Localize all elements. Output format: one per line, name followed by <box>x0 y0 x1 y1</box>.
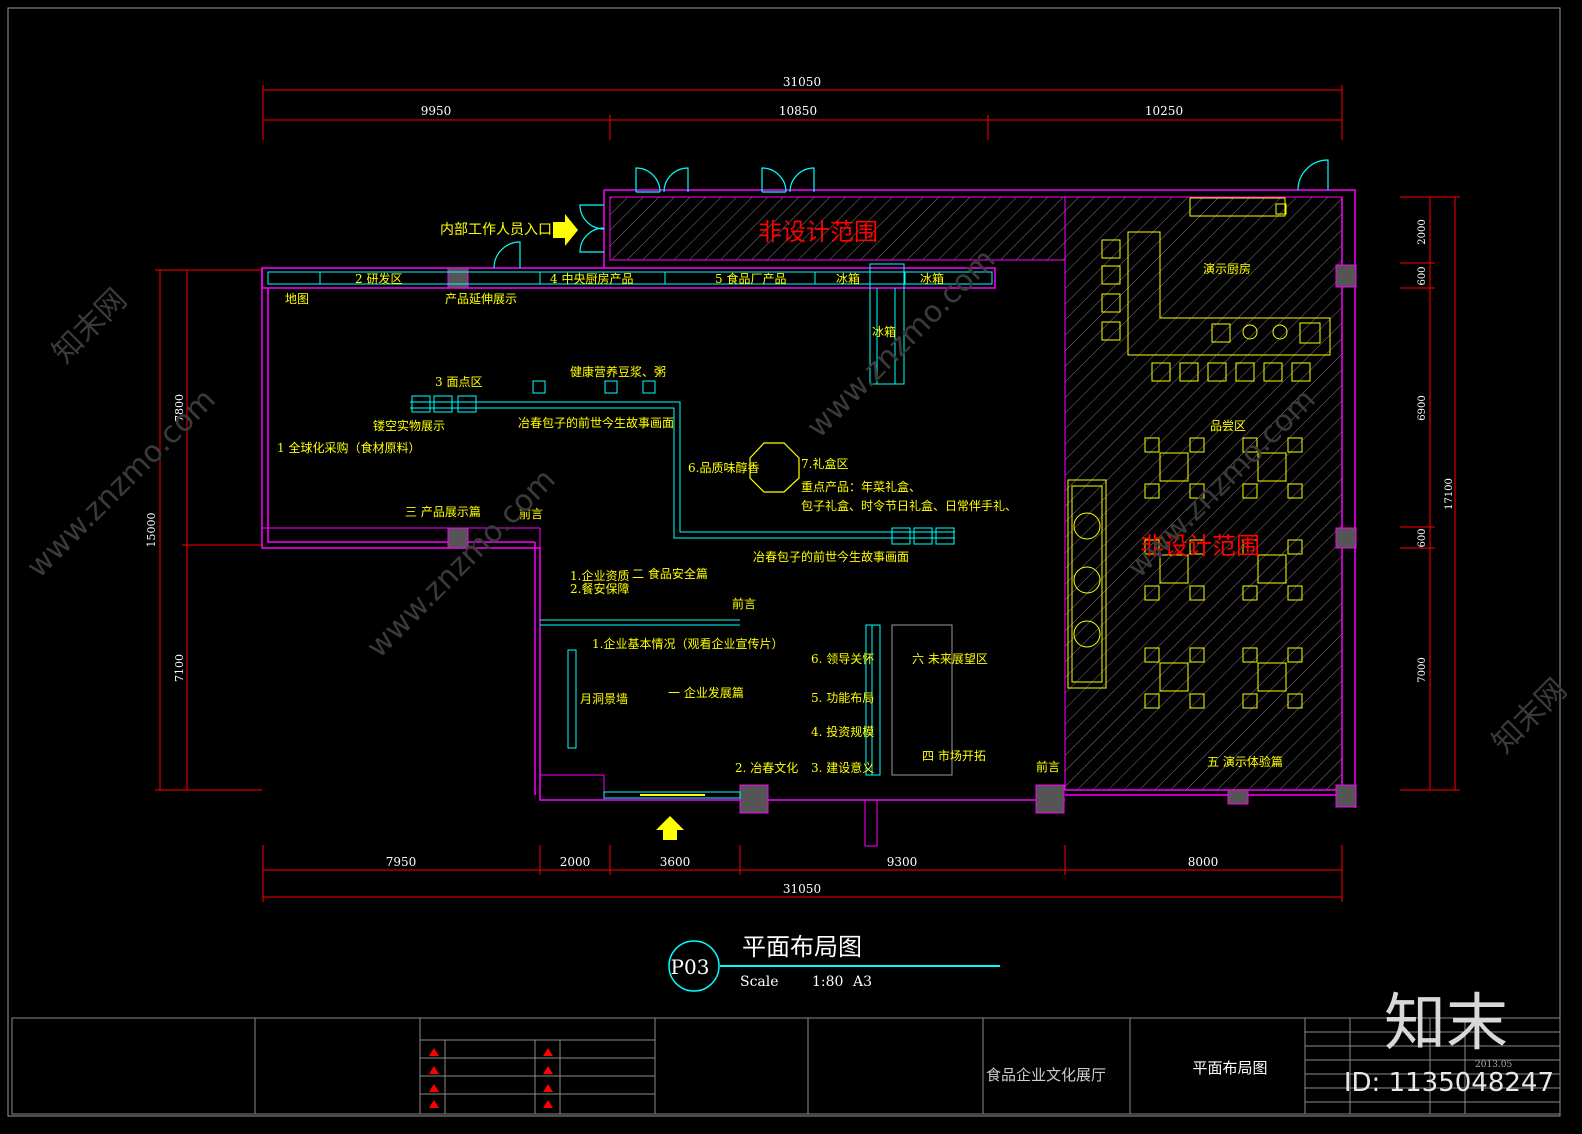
dim-top-seg-3: 10250 <box>1145 104 1183 118</box>
project-name: 食品企业文化展厅 <box>986 1066 1106 1084</box>
label-fridge-2: 冰箱 <box>920 271 944 286</box>
dim-right-seg-5: 7000 <box>1417 657 1428 682</box>
staff-entrance-arrow <box>553 214 578 246</box>
label-preface-2: 前言 <box>732 596 756 611</box>
future-zone-outline <box>891 624 953 776</box>
fixtures <box>267 263 993 799</box>
drawing-name: 平面布局图 <box>1192 1059 1267 1077</box>
bottom-dimensions <box>262 845 1343 902</box>
demo-kitchen-fixtures <box>1067 197 1331 689</box>
main-entrance-arrow <box>656 816 684 840</box>
brand-logo: 知末 <box>1383 986 1508 1059</box>
label-soy-milk: 健康营养豆浆、粥 <box>570 364 666 379</box>
dim-right-seg-4: 600 <box>1417 528 1428 547</box>
paper-size: A3 <box>852 974 872 990</box>
label-food-safety-c: 2.餐安保障 <box>570 581 629 596</box>
label-product-chapter: 三 产品展示篇 <box>405 504 481 519</box>
left-dimensions <box>155 269 262 791</box>
sheet-frame <box>7 7 1561 1117</box>
label-food-safety-a: 1.企业资质 <box>570 568 629 583</box>
dim-right-seg-2: 600 <box>1417 266 1428 285</box>
label-leader-care: 6. 领导关怀 <box>811 652 874 666</box>
label-product-extension: 产品延伸展示 <box>445 292 517 306</box>
label-demo-kitchen: 演示厨房 <box>1203 261 1251 276</box>
structural-columns <box>447 264 1357 814</box>
dim-bottom-total: 31050 <box>783 882 821 896</box>
scale-value: 1:80 <box>812 974 843 990</box>
scale-label: Scale <box>740 974 779 990</box>
gift-kiosk-octagon <box>749 442 800 493</box>
dim-bottom-seg-1: 7950 <box>386 855 417 869</box>
dim-right-seg-1: 2000 <box>1417 219 1428 244</box>
drawing-title: 平面布局图 <box>742 933 862 961</box>
revision-triangles <box>429 1048 553 1108</box>
non-design-label-right: 非设计范围 <box>1140 532 1260 560</box>
label-tasting-zone: 品尝区 <box>1210 418 1246 433</box>
doors <box>493 159 1329 269</box>
label-story-wall-1: 冶春包子的前世今生故事画面 <box>518 415 674 430</box>
label-map: 地图 <box>285 292 309 306</box>
label-food-factory: 5 食品厂产品 <box>715 271 786 286</box>
label-preface-3: 前言 <box>1036 759 1060 774</box>
sheet-number: P03 <box>671 955 710 979</box>
dim-bottom-seg-4: 9300 <box>887 855 918 869</box>
dim-right-total: 17100 <box>1444 478 1455 510</box>
dim-right-seg-3: 6900 <box>1417 395 1428 420</box>
label-key-products-1: 重点产品：年菜礼盒、 <box>801 479 921 494</box>
label-central-kitchen: 4 中央厨房产品 <box>550 271 633 286</box>
sheet-number-circle <box>668 940 720 992</box>
label-function-layout: 5. 功能布局 <box>811 691 874 705</box>
dim-top-seg-1: 9950 <box>421 104 452 118</box>
label-gift-box-zone: 7.礼盒区 <box>801 456 848 471</box>
label-construction: 3. 建设意义 <box>811 760 874 775</box>
label-yechun-culture: 2. 冶春文化 <box>735 760 798 775</box>
label-development: 一 企业发展篇 <box>668 685 744 700</box>
dim-bottom-seg-3: 3600 <box>660 855 691 869</box>
label-staff-entrance: 内部工作人员入口 <box>440 222 552 238</box>
label-fridge-1: 冰箱 <box>836 271 860 286</box>
image-id: ID: 1135048247 <box>1343 1068 1554 1098</box>
label-rd-zone: 2 研发区 <box>355 271 402 286</box>
dim-bottom-seg-2: 2000 <box>560 855 591 869</box>
label-moon-gate: 月洞景墙 <box>580 692 628 706</box>
interior-walls <box>262 527 878 847</box>
label-global-purchase: 1 全球化采购（食材原料） <box>277 440 420 455</box>
label-pastry-zone: 3 面点区 <box>435 375 482 389</box>
dim-left-total: 15000 <box>145 513 158 548</box>
label-hollow-display: 镂空实物展示 <box>373 418 445 433</box>
label-demo-experience: 五 演示体验篇 <box>1207 754 1283 769</box>
dim-bottom-seg-5: 8000 <box>1188 855 1219 869</box>
drawing-date: 2013.05 <box>1475 1060 1512 1070</box>
label-key-products-2: 包子礼盒、时令节日礼盒、日常伴手礼、 <box>801 498 1017 513</box>
label-fridge-3: 冰箱 <box>872 324 896 339</box>
right-dimensions <box>1400 196 1460 791</box>
top-dimensions <box>262 85 1343 140</box>
non-design-label-top: 非设计范围 <box>758 218 878 246</box>
label-company-overview: 1.企业基本情况（观看企业宣传片） <box>592 636 783 651</box>
label-preface-1: 前言 <box>519 506 543 521</box>
non-design-area-top <box>609 196 1066 261</box>
label-story-wall-2: 冶春包子的前世今生故事画面 <box>753 549 909 564</box>
label-quality-taste: 6.品质味醇香 <box>688 460 759 475</box>
dim-left-seg-1: 7800 <box>173 394 186 422</box>
label-market: 四 市场开拓 <box>922 748 986 763</box>
dim-top-total: 31050 <box>783 75 821 89</box>
tasting-tables <box>1144 437 1303 709</box>
label-investment: 4. 投资规模 <box>811 724 874 739</box>
title-block-grid <box>11 1017 1561 1115</box>
label-food-safety-b: 二 食品安全篇 <box>632 566 708 581</box>
dim-top-seg-2: 10850 <box>779 104 817 118</box>
dim-left-seg-2: 7100 <box>173 654 186 682</box>
label-future-zone: 六 未来展望区 <box>912 652 988 666</box>
